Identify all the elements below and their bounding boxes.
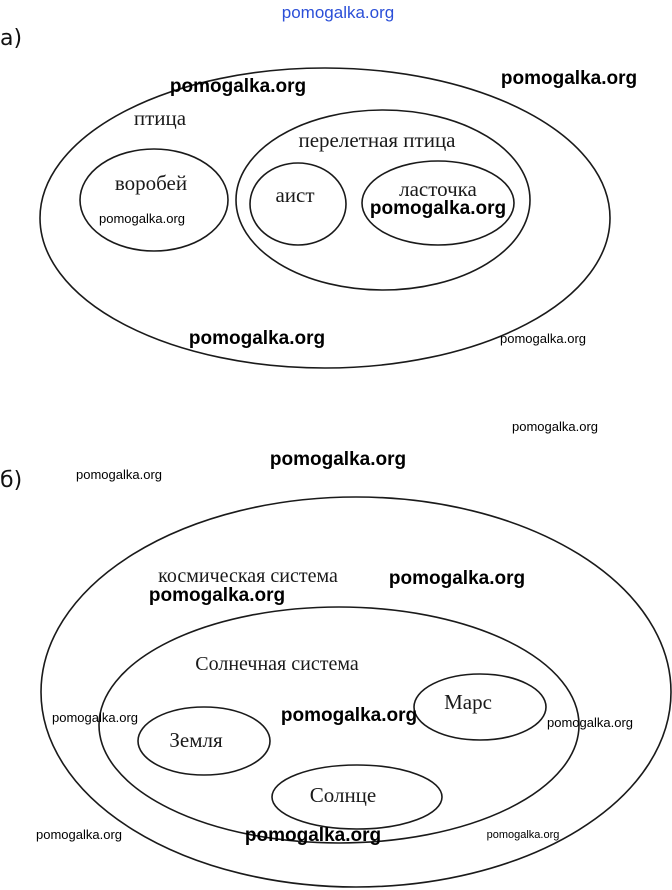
watermark: pomogalka.org bbox=[501, 68, 637, 89]
header-watermark: pomogalka.org bbox=[282, 3, 394, 22]
watermark: pomogalka.org bbox=[170, 76, 306, 97]
watermark: pomogalka.org bbox=[99, 211, 185, 226]
watermark: pomogalka.org bbox=[76, 467, 162, 482]
ellipse-earth bbox=[137, 706, 271, 776]
watermark: pomogalka.org bbox=[189, 328, 325, 349]
watermark: pomogalka.org bbox=[245, 825, 381, 846]
label-stork: аист bbox=[275, 183, 314, 207]
watermark: pomogalka.org bbox=[36, 827, 122, 842]
label-solar-system: Солнечная система bbox=[195, 653, 359, 675]
label-migratory-bird: перелетная птица bbox=[298, 128, 456, 152]
ellipse-sparrow bbox=[79, 148, 229, 252]
ellipse-migratory-bird bbox=[235, 109, 531, 291]
watermark: pomogalka.org bbox=[547, 715, 633, 730]
part-label-b: б) bbox=[0, 468, 22, 493]
ellipse-sun bbox=[271, 764, 443, 830]
watermark: pomogalka.org bbox=[270, 449, 406, 470]
watermark: pomogalka.org bbox=[500, 331, 586, 346]
label-swallow: ласточка bbox=[399, 177, 477, 201]
ellipse-stork bbox=[249, 162, 347, 246]
ellipse-mars bbox=[413, 673, 547, 741]
label-sparrow: воробей bbox=[115, 171, 187, 195]
label-bird: птица bbox=[134, 106, 187, 130]
watermark: pomogalka.org bbox=[52, 710, 138, 725]
label-space-system: космическая система bbox=[158, 565, 338, 587]
watermark: pomogalka.org bbox=[512, 419, 598, 434]
watermark: pomogalka.org bbox=[149, 585, 285, 606]
label-mars: Марс bbox=[444, 690, 492, 714]
ellipse-solar-system bbox=[98, 606, 580, 844]
ellipse-bird bbox=[39, 67, 611, 369]
ellipse-swallow bbox=[361, 160, 515, 246]
part-label-a: а) bbox=[0, 26, 22, 51]
watermark: pomogalka.org bbox=[487, 829, 560, 841]
label-earth: Земля bbox=[169, 728, 223, 752]
ellipse-space-system bbox=[40, 496, 672, 888]
watermark: pomogalka.org bbox=[370, 198, 506, 219]
label-sun: Солнце bbox=[310, 783, 377, 807]
watermark: pomogalka.org bbox=[389, 568, 525, 589]
watermark: pomogalka.org bbox=[281, 705, 417, 726]
